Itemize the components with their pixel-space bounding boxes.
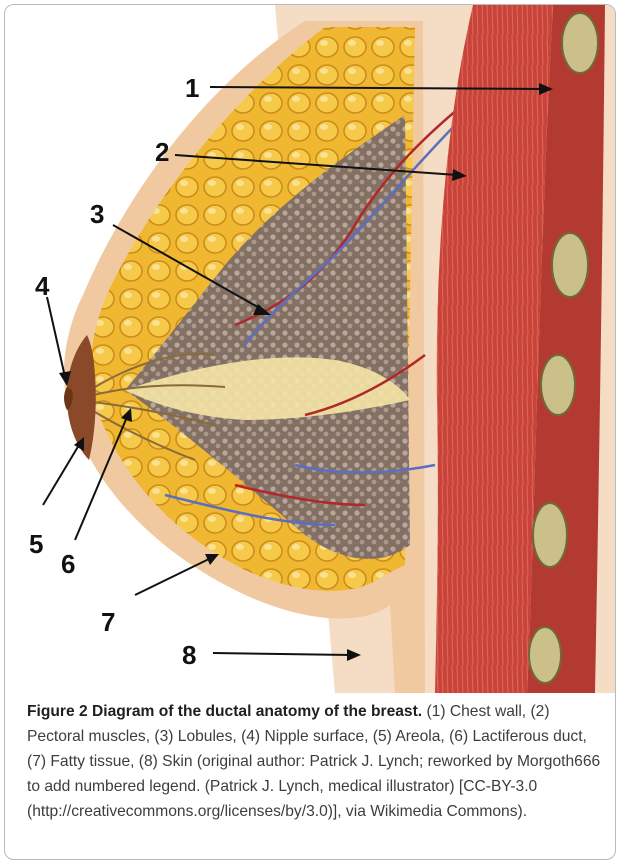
figure-label: Figure 2 bbox=[27, 703, 88, 720]
figure-caption-body: (1) Chest wall, (2) Pectoral muscles, (3… bbox=[27, 703, 600, 820]
callout-3: 3 bbox=[90, 199, 104, 229]
callout-1: 1 bbox=[185, 73, 199, 103]
callout-8: 8 bbox=[182, 640, 196, 670]
figure-title: Diagram of the ductal anatomy of the bre… bbox=[92, 703, 422, 720]
callout-2: 2 bbox=[155, 137, 169, 167]
anatomy-svg: 1 2 3 4 5 6 7 8 bbox=[5, 5, 616, 693]
callout-5: 5 bbox=[29, 529, 43, 559]
breast-anatomy-illustration: 1 2 3 4 5 6 7 8 bbox=[5, 5, 616, 693]
callout-6: 6 bbox=[61, 549, 75, 579]
figure-card: 1 2 3 4 5 6 7 8 Figure 2 Diagram of the … bbox=[4, 4, 616, 860]
callout-4: 4 bbox=[35, 271, 50, 301]
callout-7: 7 bbox=[101, 607, 115, 637]
figure-caption: Figure 2 Diagram of the ductal anatomy o… bbox=[27, 699, 603, 824]
